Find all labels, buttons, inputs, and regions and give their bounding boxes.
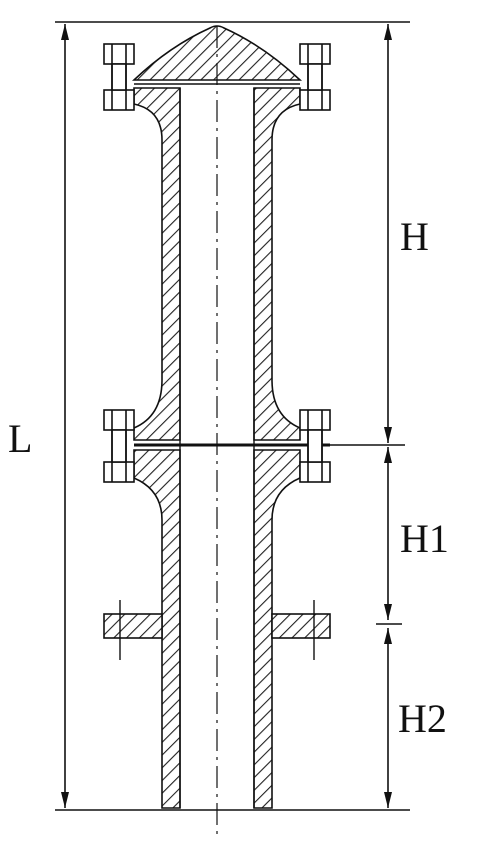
bolts [103, 43, 331, 483]
bolt-nut [103, 409, 135, 431]
pipe-bore [134, 83, 330, 808]
bolt-shank [111, 63, 127, 91]
bolt-top-right [299, 43, 331, 111]
upper-left-wall [133, 87, 181, 441]
arrow-H2-top [384, 628, 392, 644]
side-flange-right [271, 613, 331, 639]
arrow-H1-top [384, 447, 392, 463]
side-flange-bolts [119, 600, 315, 660]
pipe-body [103, 25, 331, 809]
arrow-H-bottom [384, 427, 392, 443]
bolt-shank [307, 429, 323, 463]
bolt-nut [103, 461, 135, 483]
top-cover-cap [131, 25, 303, 81]
bolt-nut [299, 461, 331, 483]
bolt-shank [307, 63, 323, 91]
arrow-H2-bottom [384, 792, 392, 808]
side-flange-left [103, 613, 163, 639]
bolt-nut [299, 409, 331, 431]
upper-right-wall [253, 87, 301, 441]
bolt-nut [299, 43, 331, 65]
bolt-nut [299, 89, 331, 111]
arrow-L-bottom [61, 792, 69, 808]
dimension-lines [55, 21, 410, 811]
arrow-H-top [384, 24, 392, 40]
lower-right-wall [253, 449, 301, 809]
arrow-L-top [61, 24, 69, 40]
label-L: L [8, 416, 32, 461]
dimension-arrows [61, 24, 392, 808]
bolt-nut [103, 43, 135, 65]
bolt-nut [103, 89, 135, 111]
label-H1: H1 [400, 516, 449, 561]
label-H2: H2 [398, 696, 447, 741]
bolt-middle-left [103, 409, 135, 483]
bolt-top-left [103, 43, 135, 111]
bolt-middle-right [299, 409, 331, 483]
arrow-H1-bottom [384, 604, 392, 620]
lower-left-wall [133, 449, 181, 809]
label-H: H [400, 214, 429, 259]
bolt-shank [111, 429, 127, 463]
